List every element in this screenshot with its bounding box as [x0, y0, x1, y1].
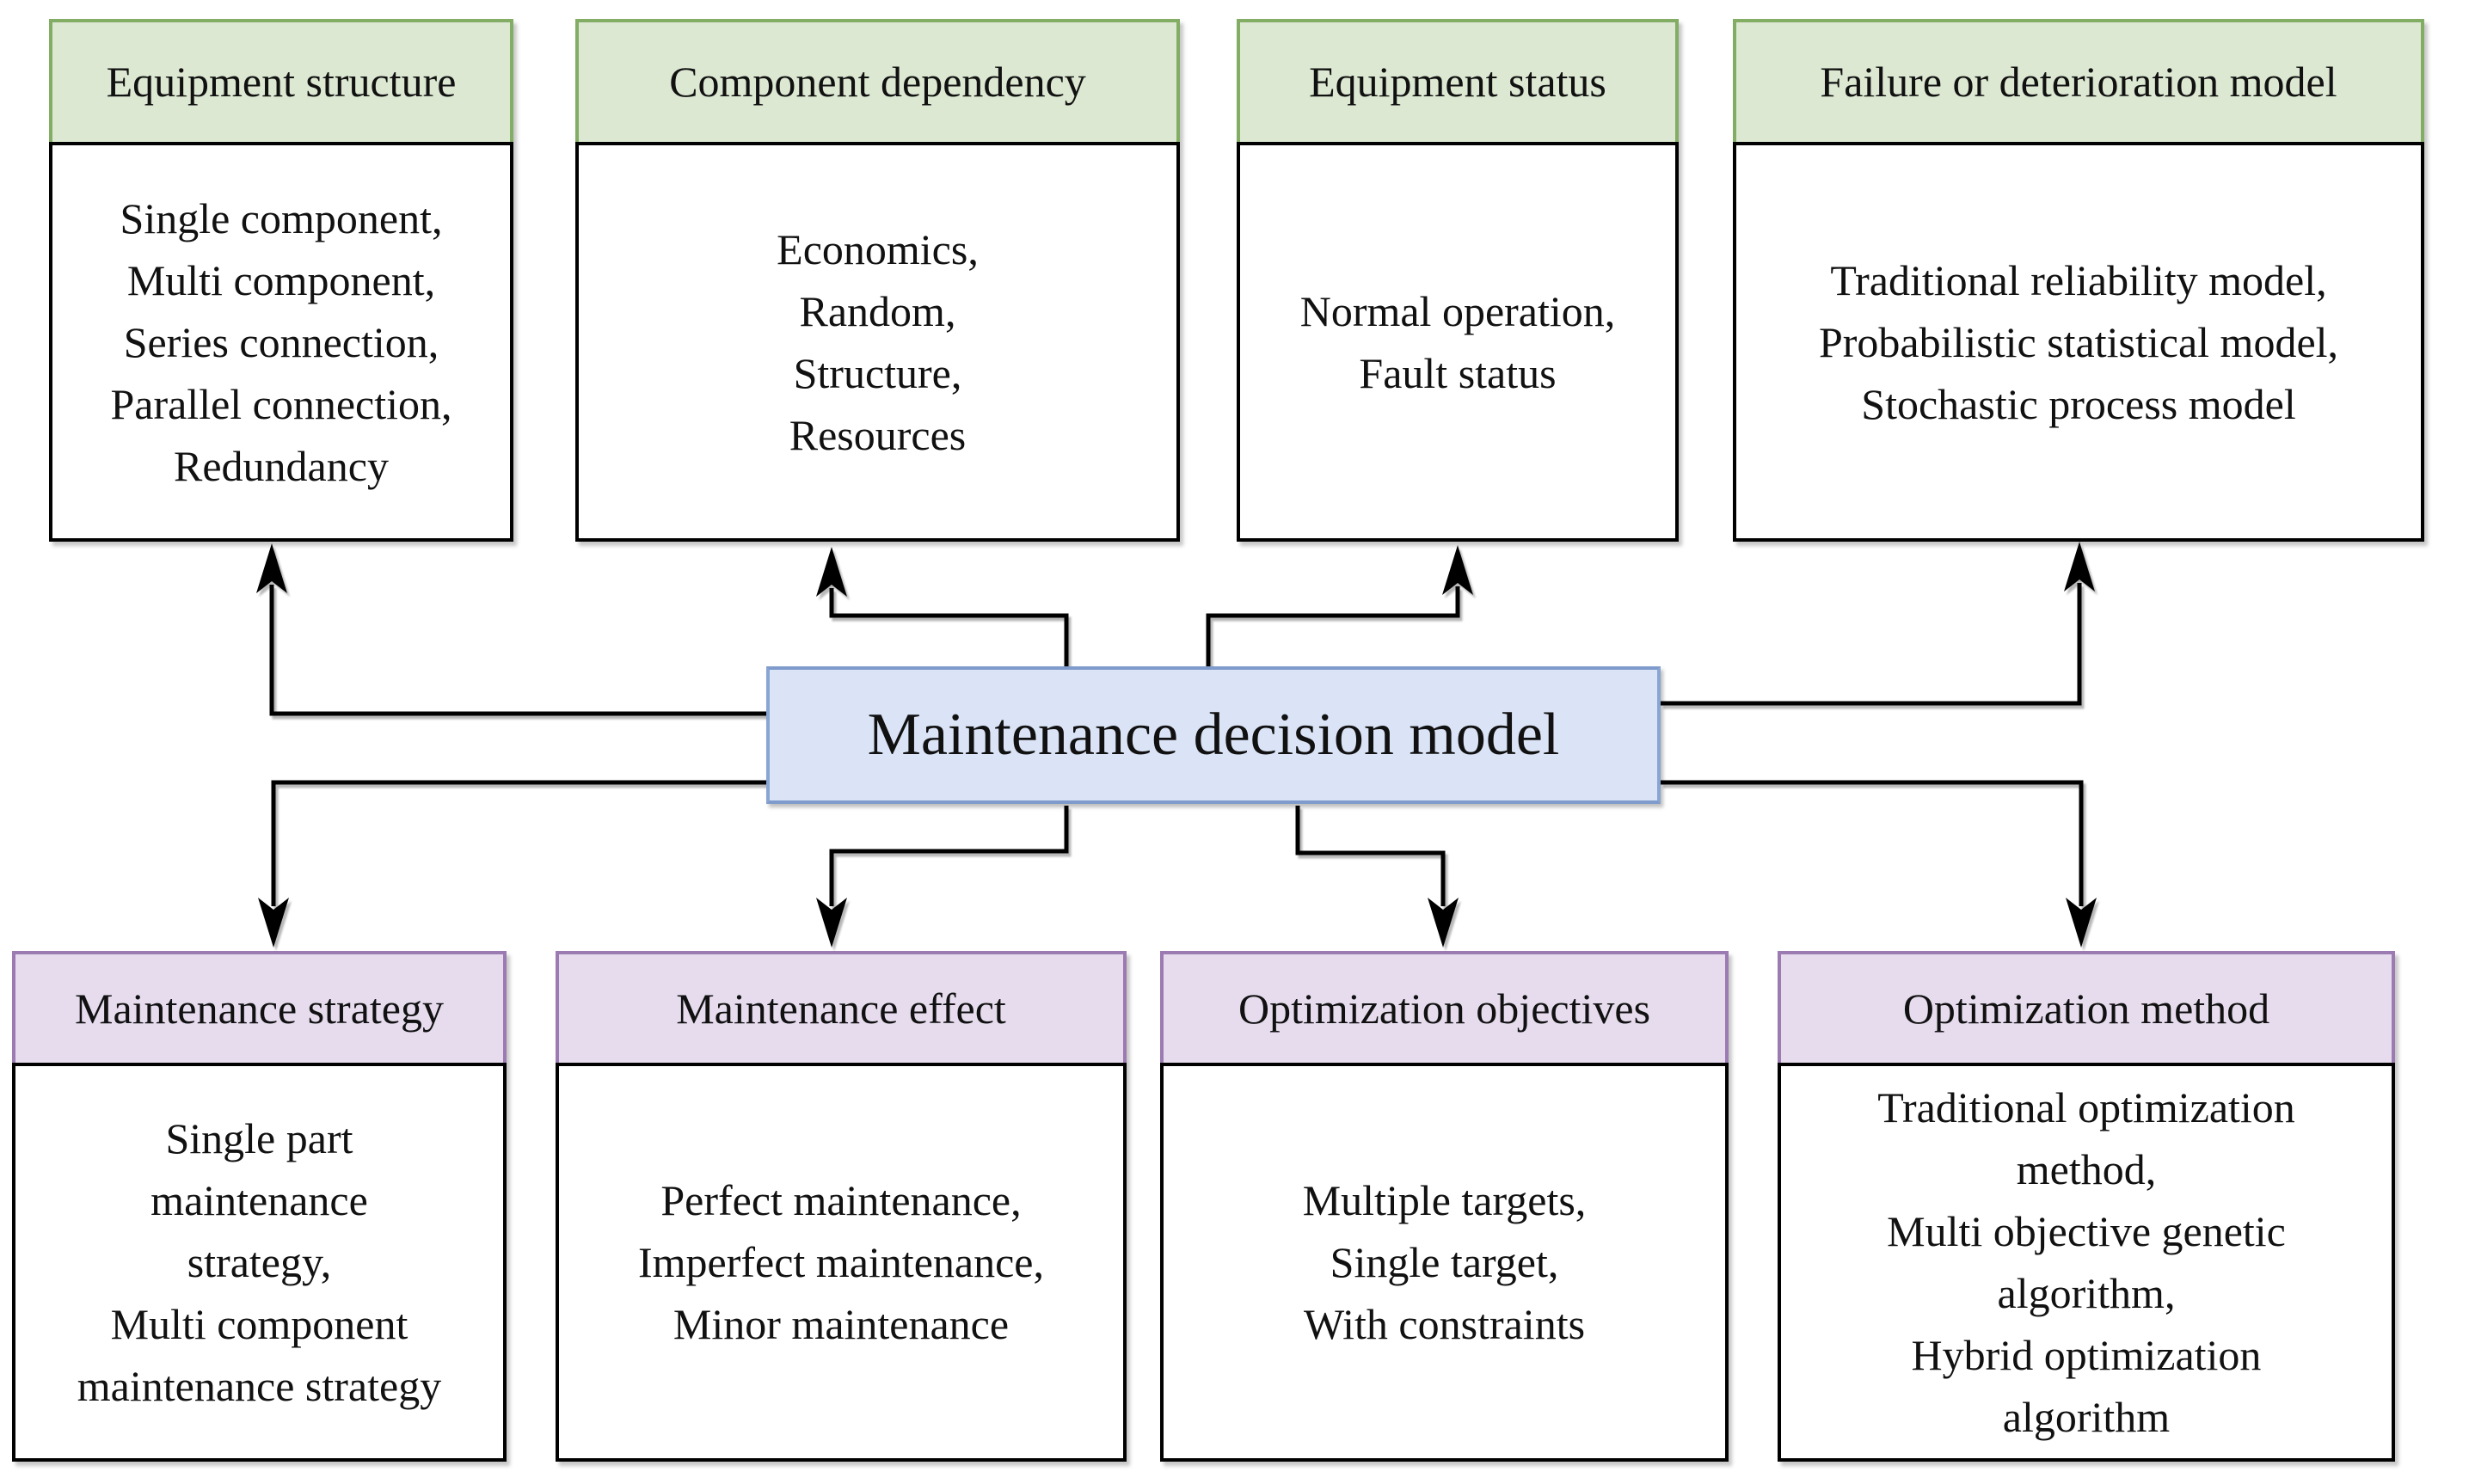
- box-component-dependency-header: Component dependency: [575, 19, 1180, 142]
- box-title: Maintenance effect: [676, 984, 1006, 1033]
- arrow-to-equipment-structure: [256, 543, 766, 716]
- box-optimization-objectives-header: Optimization objectives: [1160, 951, 1729, 1063]
- center-node-label: Maintenance decision model: [867, 702, 1560, 768]
- box-body-text: Traditional reliability model, Probabili…: [1818, 255, 2339, 428]
- box-equipment-status-body: Normal operation, Fault status: [1237, 142, 1679, 542]
- box-failure-deterioration-model-body: Traditional reliability model, Probabili…: [1733, 142, 2424, 542]
- box-body-text: Multiple targets, Single target, With co…: [1302, 1176, 1587, 1348]
- box-optimization-method: Optimization method Traditional optimiza…: [1778, 951, 2395, 1462]
- box-equipment-status-header: Equipment status: [1237, 19, 1679, 142]
- box-failure-deterioration-model: Failure or deterioration model Tradition…: [1733, 19, 2424, 542]
- box-component-dependency: Component dependency Economics, Random, …: [575, 19, 1180, 542]
- arrow-to-optimization-method: [1661, 780, 2097, 947]
- box-maintenance-effect: Maintenance effect Perfect maintenance, …: [556, 951, 1127, 1462]
- box-maintenance-strategy-body: Single part maintenance strategy, Multi …: [12, 1063, 507, 1462]
- box-component-dependency-body: Economics, Random, Structure, Resources: [575, 142, 1180, 542]
- box-equipment-structure: Equipment structure Single component, Mu…: [49, 19, 513, 542]
- box-title: Optimization objectives: [1238, 984, 1651, 1033]
- arrow-to-optimization-objectives: [1295, 806, 1459, 947]
- box-maintenance-strategy-header: Maintenance strategy: [12, 951, 507, 1063]
- box-optimization-objectives: Optimization objectives Multiple targets…: [1160, 951, 1729, 1462]
- box-equipment-status: Equipment status Normal operation, Fault…: [1237, 19, 1679, 542]
- arrow-to-maintenance-strategy: [258, 780, 766, 947]
- box-body-text: Perfect maintenance, Imperfect maintenan…: [638, 1176, 1044, 1348]
- box-body-text: Single part maintenance strategy, Multi …: [77, 1114, 442, 1410]
- box-title: Equipment structure: [106, 58, 457, 106]
- center-node-maintenance-decision-model: Maintenance decision model: [766, 666, 1661, 804]
- box-maintenance-effect-body: Perfect maintenance, Imperfect maintenan…: [556, 1063, 1127, 1462]
- box-optimization-method-body: Traditional optimization method, Multi o…: [1778, 1063, 2395, 1462]
- box-optimization-objectives-body: Multiple targets, Single target, With co…: [1160, 1063, 1729, 1462]
- box-body-text: Single component, Multi component, Serie…: [110, 193, 452, 490]
- box-equipment-structure-body: Single component, Multi component, Serie…: [49, 142, 513, 542]
- box-body-text: Traditional optimization method, Multi o…: [1877, 1083, 2295, 1441]
- box-title: Equipment status: [1309, 58, 1606, 106]
- box-title: Failure or deterioration model: [1820, 58, 2337, 106]
- box-title: Component dependency: [669, 58, 1086, 106]
- arrow-to-maintenance-effect: [816, 806, 1069, 947]
- box-maintenance-strategy: Maintenance strategy Single part mainten…: [12, 951, 507, 1462]
- box-body-text: Economics, Random, Structure, Resources: [777, 224, 979, 459]
- arrow-to-failure-model: [1661, 542, 2095, 706]
- box-title: Optimization method: [1902, 984, 2270, 1033]
- box-optimization-method-header: Optimization method: [1778, 951, 2395, 1063]
- box-failure-deterioration-model-header: Failure or deterioration model: [1733, 19, 2424, 142]
- box-maintenance-effect-header: Maintenance effect: [556, 951, 1127, 1063]
- arrow-to-component-dependency: [816, 547, 1069, 668]
- box-body-text: Normal operation, Fault status: [1299, 286, 1616, 397]
- box-title: Maintenance strategy: [75, 984, 444, 1033]
- box-equipment-structure-header: Equipment structure: [49, 19, 513, 142]
- arrow-to-equipment-status: [1206, 545, 1473, 668]
